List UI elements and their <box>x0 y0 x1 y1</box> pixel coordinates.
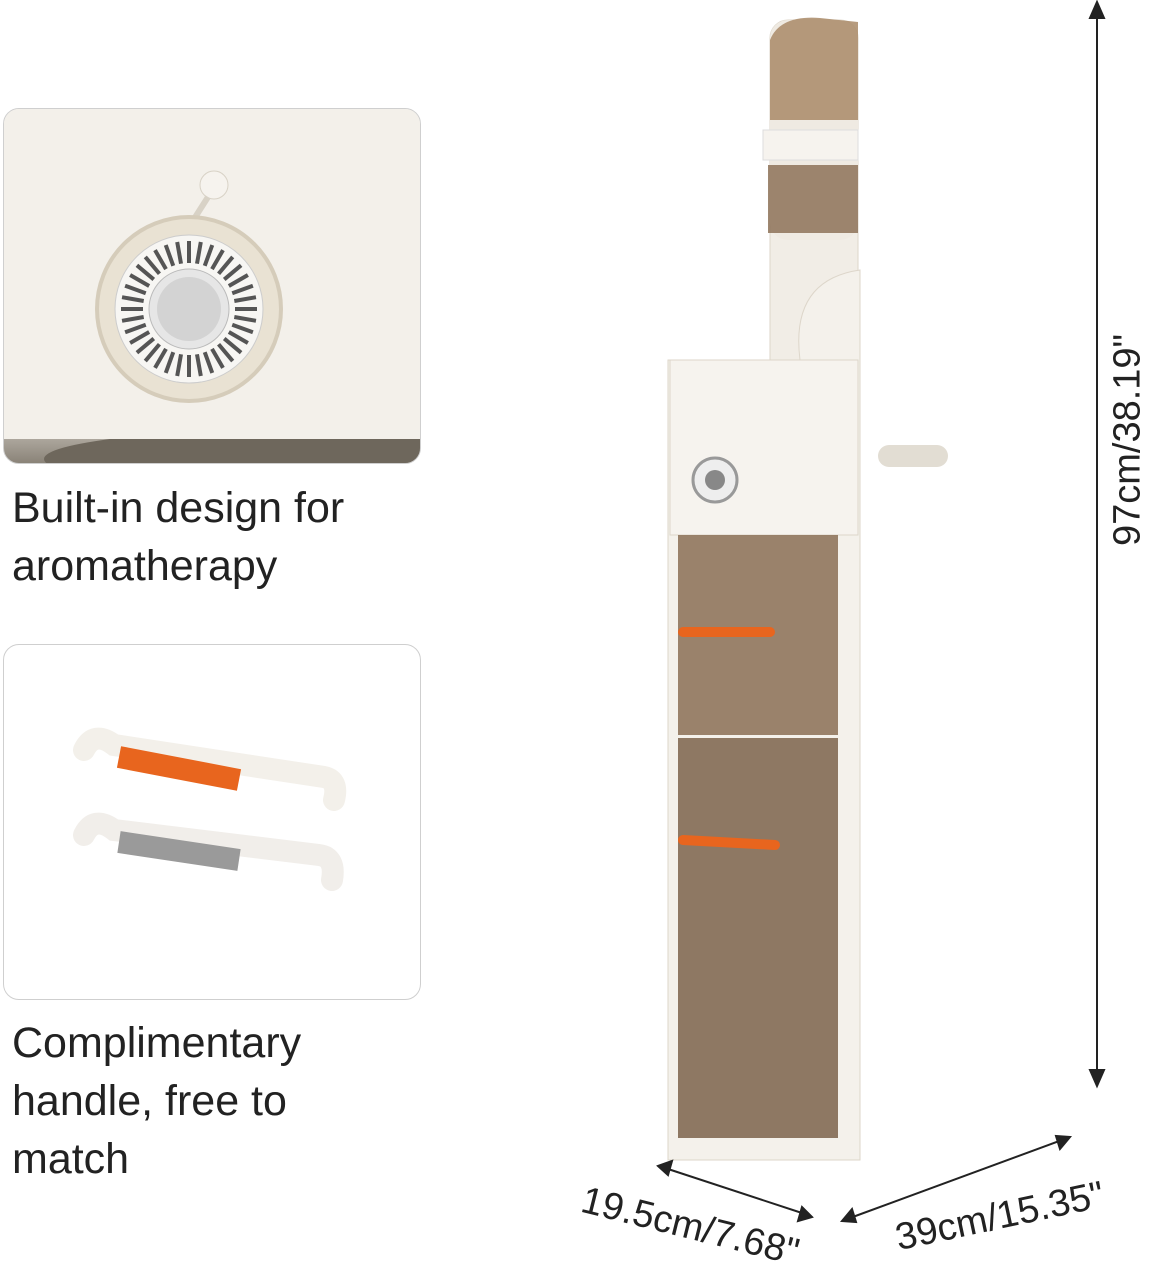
vent-slot <box>175 353 183 377</box>
caption-line: Built-in design for <box>12 484 345 532</box>
height-dimension-label: 97cm/38.19" <box>1106 333 1149 547</box>
vent-slot <box>227 330 249 345</box>
aromatherapy-caption: Built-in design for aromatherapy <box>12 479 344 595</box>
vent-slot <box>163 351 176 374</box>
vent-slot <box>217 342 235 363</box>
vent-slot <box>153 249 168 271</box>
vent-slot <box>135 337 156 355</box>
vent-slot <box>175 241 183 265</box>
drawer-2 <box>678 738 838 1138</box>
vent-slot <box>202 244 215 267</box>
vent-slot <box>124 322 147 335</box>
vent-slot <box>231 283 254 296</box>
handles-icon <box>73 727 347 891</box>
vent-slot <box>163 244 176 267</box>
vent-slot <box>195 353 203 377</box>
vent-slot <box>202 351 215 374</box>
vent-slot <box>121 295 145 303</box>
vent-slot <box>222 263 243 281</box>
caption-line: handle, free to <box>12 1077 287 1125</box>
vent-slot <box>233 295 257 303</box>
vent-slot <box>195 241 203 265</box>
vent-slot <box>217 255 235 276</box>
handle-caption: Complimentary handle, free to match <box>12 1014 301 1188</box>
top-drawer <box>770 17 858 120</box>
vent-slot <box>222 337 243 355</box>
vent-slot <box>210 347 225 369</box>
vent-slot <box>129 330 151 345</box>
vent-slot <box>143 342 161 363</box>
top-compartment <box>669 359 859 536</box>
caption-line: aromatherapy <box>12 542 278 590</box>
vent-slot <box>233 315 257 323</box>
vent-slot <box>135 263 156 281</box>
vent-slot <box>124 283 147 296</box>
aroma-dial-icon <box>4 109 420 463</box>
vent-slot <box>227 273 249 288</box>
width-arrow <box>849 1139 1063 1219</box>
vent-slot <box>210 249 225 271</box>
caption-line: match <box>12 1135 130 1183</box>
vent-slot <box>153 347 168 369</box>
vent-slot <box>121 315 145 323</box>
handles-image-panel <box>3 644 421 1000</box>
depth-arrow <box>664 1167 806 1215</box>
vent-slot <box>143 255 161 276</box>
orange-handle <box>678 835 780 850</box>
vent-slot <box>129 273 151 288</box>
aromatherapy-image-panel <box>3 108 421 464</box>
caption-line: Complimentary <box>12 1019 302 1067</box>
vent-slot <box>231 322 254 335</box>
